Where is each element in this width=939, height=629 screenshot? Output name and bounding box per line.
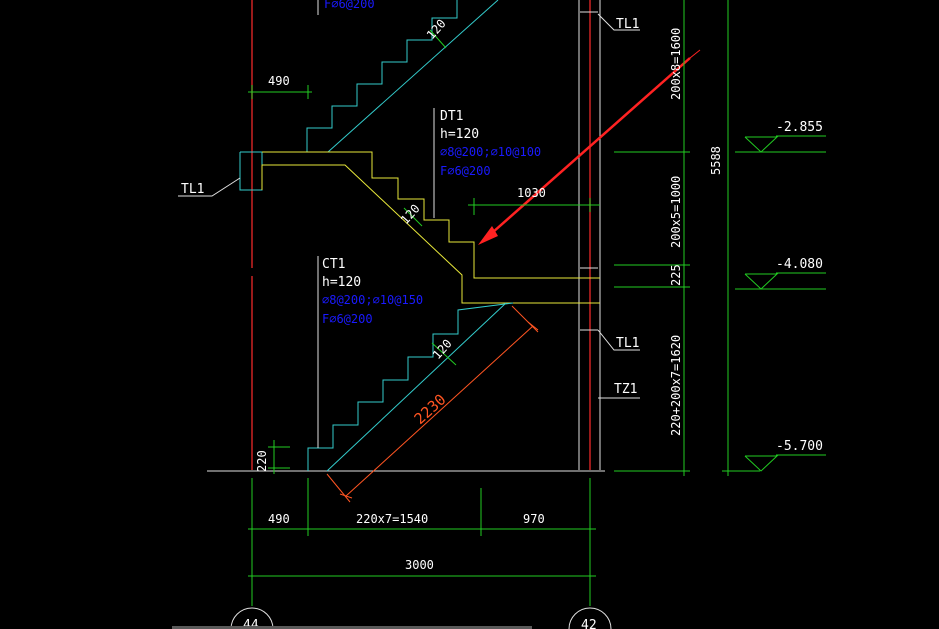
dim-v-1000: 200x5=1000 — [669, 176, 683, 248]
slab-length-dimension — [326, 305, 539, 503]
dim-1540: 220x7=1540 — [356, 512, 428, 526]
wall-lines — [251, 0, 601, 470]
dim-2230: 2230 — [411, 390, 450, 428]
dim-1030: 1030 — [517, 186, 546, 200]
dim-v-225: 225 — [669, 264, 683, 286]
tz1-label: TZ1 — [614, 382, 637, 397]
dt1-name: DT1 — [440, 109, 463, 124]
tl1-top-right: TL1 — [616, 17, 639, 32]
dim-v-1620: 220+200x7=1620 — [669, 335, 683, 436]
dt1-rebar1: ⌀8@200;⌀10@100 — [440, 145, 541, 159]
upper-flight — [239, 0, 499, 191]
vertical-dimensions — [614, 0, 760, 476]
leader-lines — [178, 0, 640, 448]
dim-v-1600: 200x8=1600 — [669, 28, 683, 100]
slab-120-top: 120 — [424, 17, 449, 42]
elevation-3: -5.700 — [776, 439, 823, 454]
lower-flight — [307, 302, 514, 472]
elevation-markers — [735, 135, 826, 472]
dim-v-5588: 5588 — [709, 146, 723, 175]
axis-left: 44 — [243, 618, 259, 629]
elevation-2: -4.080 — [776, 257, 823, 272]
dt1-h: h=120 — [440, 127, 479, 142]
dt1-rebar2: F⌀6@200 — [440, 164, 491, 178]
slab-120-low: 120 — [430, 337, 455, 362]
slab-thickness-marks — [403, 29, 457, 366]
dim-490-top: 490 — [268, 74, 290, 88]
dim-3000: 3000 — [405, 558, 434, 572]
axis-right: 42 — [581, 618, 597, 629]
tl1-mid-right: TL1 — [616, 336, 639, 351]
elevation-1: -2.855 — [776, 120, 823, 135]
ct1-rebar2: F⌀6@200 — [322, 312, 373, 326]
ct1-name: CT1 — [322, 257, 345, 272]
middle-flight — [261, 151, 600, 304]
dt1-annotation: DT1 h=120 ⌀8@200;⌀10@100 F⌀6@200 — [440, 109, 541, 178]
axis-bubbles — [230, 607, 612, 629]
red-arrow — [478, 49, 701, 245]
dim-970: 970 — [523, 512, 545, 526]
horizontal-dimensions — [248, 85, 600, 606]
ct1-h: h=120 — [322, 275, 361, 290]
dim-220-left: 220 — [255, 450, 269, 472]
ct1-rebar1: ⌀8@200;⌀10@150 — [322, 293, 423, 307]
dim-490-bottom: 490 — [268, 512, 290, 526]
ct1-annotation: CT1 h=120 ⌀8@200;⌀10@150 F⌀6@200 — [322, 257, 423, 326]
top-rebar-text: F⌀6@200 — [324, 0, 375, 11]
bottom-scrollbar[interactable] — [172, 626, 532, 629]
tl1-left: TL1 — [181, 182, 204, 197]
